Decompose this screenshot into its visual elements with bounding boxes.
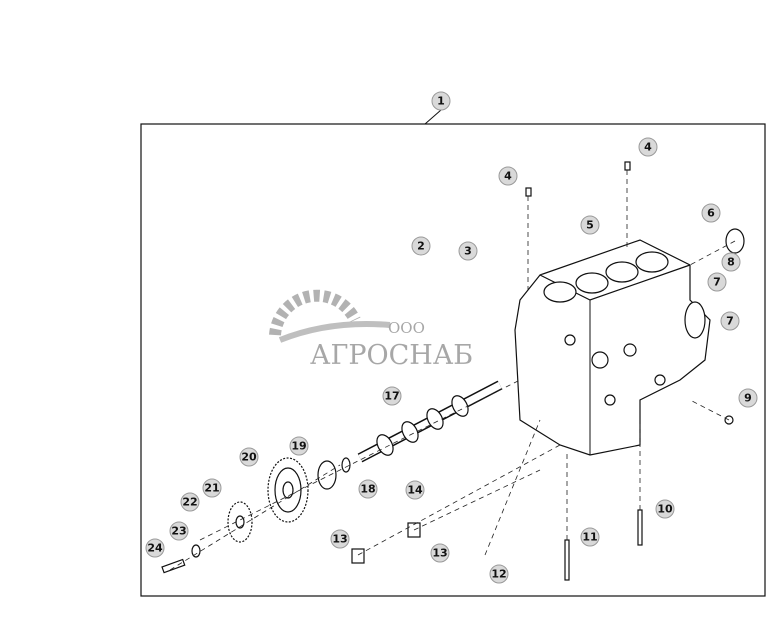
callout-number: 4	[644, 141, 652, 154]
idler-gear-20	[267, 457, 309, 523]
callout-number: 17	[384, 390, 399, 403]
callout-number: 8	[727, 256, 735, 269]
callout-number: 10	[657, 503, 673, 516]
callout-number: 13	[332, 533, 347, 546]
callout-circle	[489, 564, 509, 584]
callout-number: 11	[582, 531, 597, 544]
callout-22: 22	[180, 492, 200, 512]
callout-number: 7	[726, 315, 734, 328]
callout-7: 7	[720, 311, 740, 331]
callout-6: 6	[701, 203, 721, 223]
callout-3: 3	[458, 241, 478, 261]
leader-1	[424, 109, 442, 125]
callout-2: 2	[411, 236, 431, 256]
callout-circle	[707, 272, 727, 292]
callout-circle	[239, 447, 259, 467]
callout-circle	[721, 252, 741, 272]
watermark-prefix: ООО	[388, 319, 425, 337]
bearing-19	[317, 460, 337, 490]
assembly-frame	[140, 123, 766, 597]
callout-circle	[498, 166, 518, 186]
callout-9: 9	[738, 388, 758, 408]
bushing-13a	[351, 548, 365, 564]
callout-number: 22	[182, 496, 197, 509]
callout-number: 6	[707, 207, 715, 220]
watermark-name: АГРОСНАБ	[310, 340, 473, 371]
callout-7: 7	[707, 272, 727, 292]
callout-10: 10	[655, 499, 675, 519]
watermark-logo: ООО АГРОСНАБ	[269, 289, 473, 371]
callout-number: 12	[491, 568, 506, 581]
gear-21	[227, 501, 253, 543]
callout-circle	[169, 521, 189, 541]
callout-circle	[358, 479, 378, 499]
pin-4b	[624, 161, 631, 171]
callout-13: 13	[330, 529, 350, 549]
callout-circle	[411, 236, 431, 256]
callout-18: 18	[358, 479, 378, 499]
callout-number: 21	[204, 482, 219, 495]
callout-number: 19	[291, 440, 306, 453]
callout-number: 23	[171, 525, 186, 538]
callout-number: 9	[744, 392, 752, 405]
callout-circle	[145, 538, 165, 558]
callout-8: 8	[721, 252, 741, 272]
callout-circle	[738, 388, 758, 408]
callout-24: 24	[145, 538, 165, 558]
cylinder-block	[514, 239, 711, 456]
callout-circle	[638, 137, 658, 157]
callout-number: 7	[713, 276, 721, 289]
callout-4: 4	[638, 137, 658, 157]
callout-circle	[289, 436, 309, 456]
callout-circle	[655, 499, 675, 519]
callout-number: 20	[241, 451, 257, 464]
callout-circle	[430, 543, 450, 563]
callout-circle	[431, 91, 451, 111]
callout-circle	[405, 480, 425, 500]
callout-23: 23	[169, 521, 189, 541]
callout-number: 3	[464, 245, 472, 258]
callout-12: 12	[489, 564, 509, 584]
callout-14: 14	[405, 480, 425, 500]
bolt-11	[564, 539, 570, 581]
assembly-lines	[169, 170, 736, 571]
callout-number: 13	[432, 547, 447, 560]
callout-number: 24	[147, 542, 163, 555]
callout-circle	[580, 527, 600, 547]
callout-circle	[458, 241, 478, 261]
gear-logo-icon	[269, 289, 361, 336]
bolt-24	[161, 558, 186, 574]
callout-circle	[720, 311, 740, 331]
callout-circle	[382, 386, 402, 406]
callout-number: 18	[360, 483, 375, 496]
callout-circle	[701, 203, 721, 223]
pin-4a	[525, 187, 532, 197]
callout-circle	[202, 478, 222, 498]
callout-21: 21	[202, 478, 222, 498]
callout-circle	[580, 215, 600, 235]
callout-5: 5	[580, 215, 600, 235]
callout-13: 13	[430, 543, 450, 563]
callout-number: 1	[437, 95, 445, 108]
washer-23	[191, 544, 201, 558]
callout-11: 11	[580, 527, 600, 547]
bolt-10	[637, 509, 643, 546]
callout-circle	[330, 529, 350, 549]
callout-19: 19	[289, 436, 309, 456]
callout-number: 4	[504, 170, 512, 183]
callout-20: 20	[239, 447, 259, 467]
callout-1: 1	[431, 91, 451, 111]
callout-circle	[180, 492, 200, 512]
callout-4: 4	[498, 166, 518, 186]
camshaft	[357, 380, 503, 463]
callout-number: 2	[417, 240, 425, 253]
callout-number: 5	[586, 219, 594, 232]
callout-17: 17	[382, 386, 402, 406]
callout-number: 14	[407, 484, 423, 497]
ring-18	[341, 457, 351, 473]
